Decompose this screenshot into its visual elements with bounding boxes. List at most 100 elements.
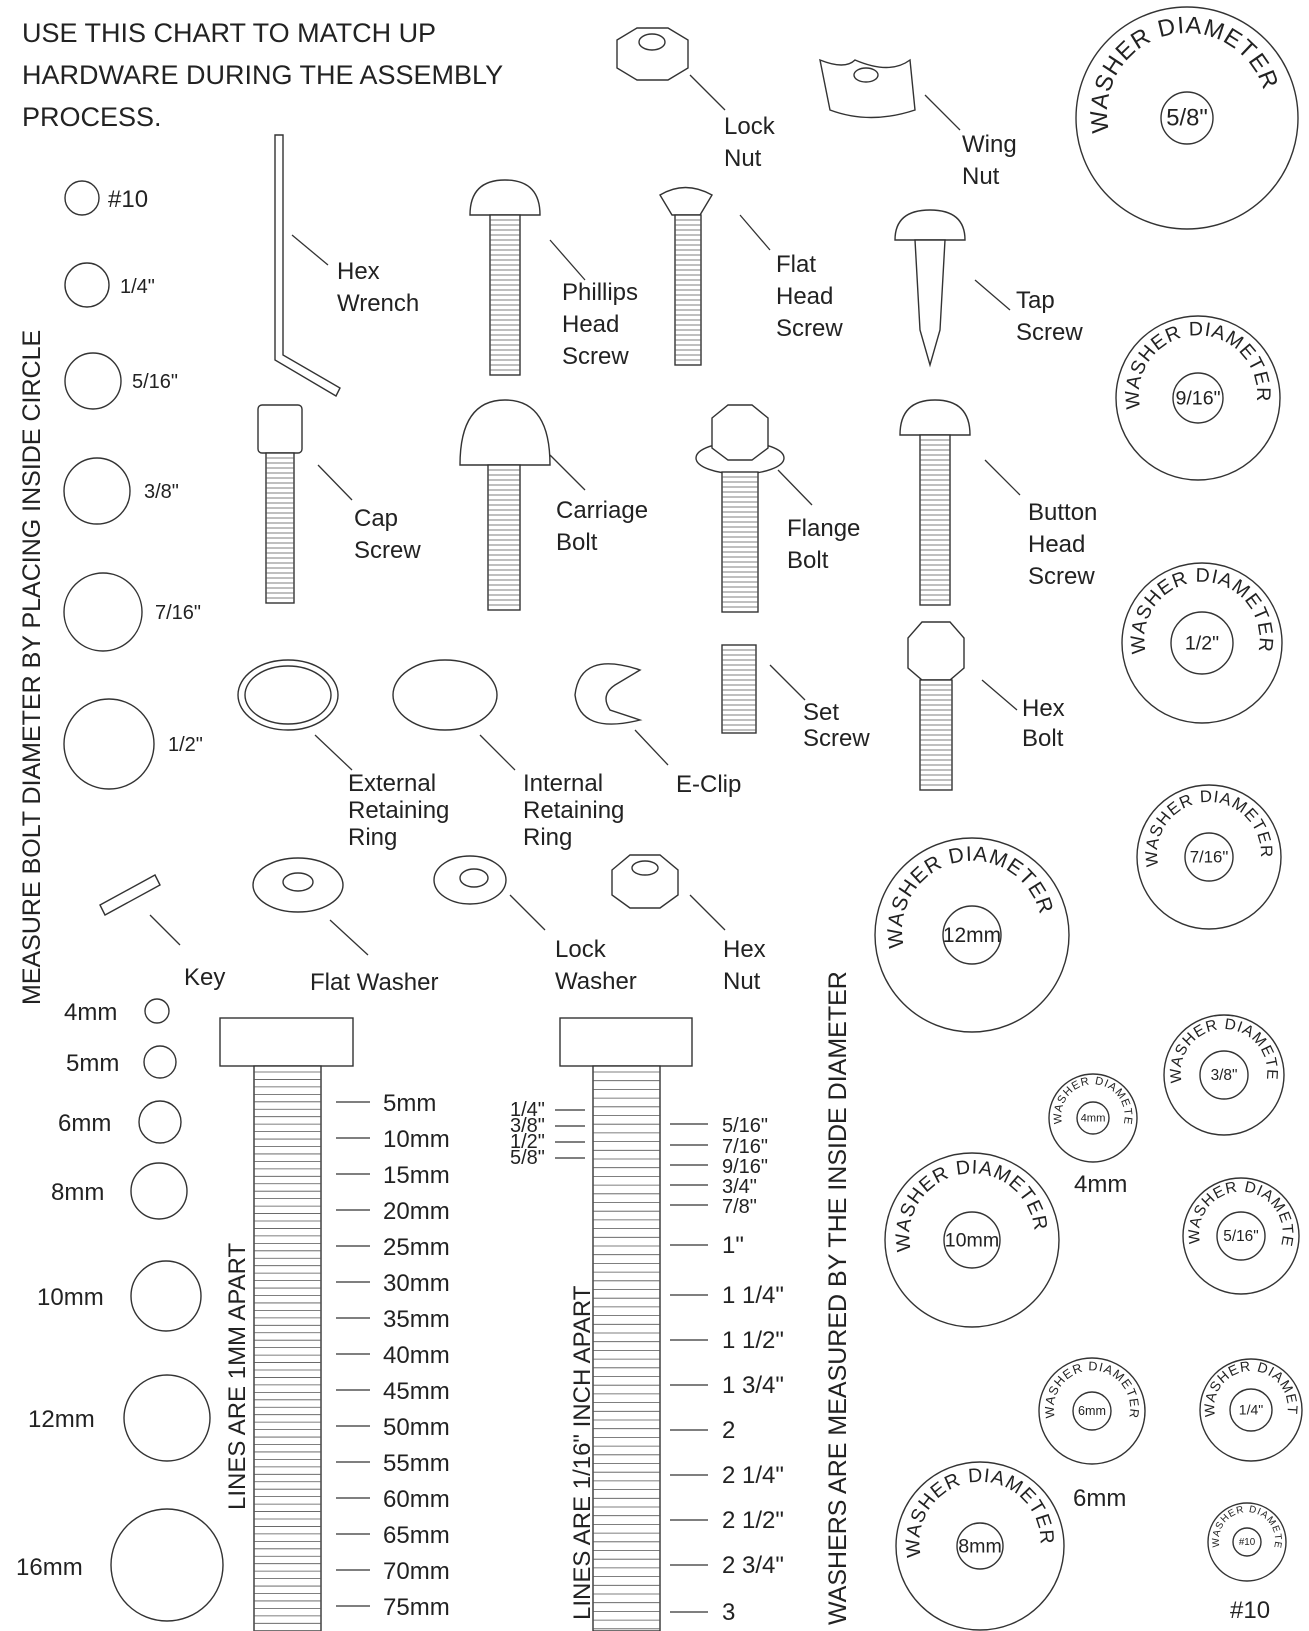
washer-size: #10 — [1239, 1537, 1256, 1548]
measuring-rulers: 5mm10mm15mm20mm25mm30mm35mm40mm45mm50mm5… — [219, 1017, 784, 1631]
mm-circle-16 — [110, 1508, 224, 1622]
svg-text:Retaining: Retaining — [523, 797, 624, 824]
bolt-circles-mm: 4mm 5mm 6mm 8mm 10mm 12mm 16mm — [16, 998, 224, 1622]
svg-text:Bolt: Bolt — [787, 547, 829, 574]
key-icon — [99, 874, 181, 946]
mm-circle-label: 5mm — [66, 1050, 119, 1077]
mm-circle-label: 4mm — [64, 999, 117, 1026]
svg-text:Retaining: Retaining — [348, 797, 449, 824]
washer-size: 12mm — [943, 924, 1001, 947]
flat-washer-icon — [252, 857, 369, 956]
svg-text:WASHER DIAMETER: WASHER DIAMETER — [0, 0, 1279, 1084]
washer-size: 5/16" — [1223, 1228, 1258, 1245]
inch-ruler-shank — [592, 1065, 661, 1631]
washer-size: 9/16" — [1175, 387, 1220, 409]
svg-text:Head: Head — [776, 283, 833, 310]
wing-nut-icon — [819, 58, 961, 131]
bolt-circles-inch: #10 1/4" 5/16" 3/8" 7/16" 1/2" — [63, 180, 203, 790]
bolt-circle-label: 7/16" — [155, 602, 201, 624]
washer-size: 5/8" — [1166, 105, 1208, 132]
internal-retaining-ring-icon — [392, 659, 516, 771]
inch-ruler-right-mark: 1" — [722, 1232, 744, 1259]
washer-size: 6mm — [1078, 1404, 1106, 1418]
mm-ruler-mark: 70mm — [383, 1558, 450, 1585]
mm-ruler-shank — [253, 1065, 322, 1631]
title-line-2: HARDWARE DURING THE ASSEMBLY — [22, 60, 503, 90]
label-hex-bolt: Hex — [1022, 695, 1065, 722]
inch-ruler-left-mark: 3/8" — [510, 1115, 545, 1137]
bolt-circle-label: 3/8" — [144, 481, 179, 503]
inch-ruler-right-mark: 2 3/4" — [722, 1552, 784, 1579]
mm-ruler-mark: 20mm — [383, 1198, 450, 1225]
inch-ruler-caption: LINES ARE 1/16" INCH APART — [569, 1285, 596, 1620]
svg-text:Nut: Nut — [724, 145, 762, 172]
svg-text:Bolt: Bolt — [556, 529, 598, 556]
mm-circle-label: 6mm — [58, 1110, 111, 1137]
flange-bolt-icon — [695, 404, 813, 613]
label-key: Key — [184, 964, 225, 991]
label-lock-nut: Lock — [724, 113, 776, 140]
mm-circle-8 — [130, 1162, 188, 1220]
lock-nut-icon — [616, 27, 726, 111]
washer-caption-6mm: 6mm — [1073, 1485, 1126, 1512]
external-retaining-ring-icon — [237, 659, 353, 771]
washer-size: 1/4" — [1239, 1402, 1263, 1418]
svg-text:Screw: Screw — [803, 725, 870, 752]
hex-nut-icon — [611, 854, 726, 931]
washer-size: 10mm — [945, 1229, 999, 1251]
label-carriage-bolt: Carriage — [556, 497, 648, 524]
mm-ruler-mark: 10mm — [383, 1126, 450, 1153]
label-flange-bolt: Flange — [787, 515, 860, 542]
svg-text:Washer: Washer — [555, 968, 637, 995]
bolt-circle-label: #10 — [108, 186, 148, 213]
mm-ruler-mark: 35mm — [383, 1306, 450, 1333]
lock-washer-icon — [433, 855, 546, 931]
svg-text:Head: Head — [562, 311, 619, 338]
inch-ruler-right-mark: 1 1/4" — [722, 1282, 784, 1309]
label-phillips: Phillips — [562, 279, 638, 306]
label-cap-screw: Cap — [354, 505, 398, 532]
svg-text:Nut: Nut — [962, 163, 1000, 190]
mm-ruler-mark: 60mm — [383, 1486, 450, 1513]
label-button-head: Button — [1028, 499, 1097, 526]
mm-ruler-mark: 40mm — [383, 1342, 450, 1369]
carriage-bolt-icon — [459, 399, 586, 611]
title-line-1: USE THIS CHART TO MATCH UP — [22, 18, 436, 48]
mm-circle-4 — [144, 998, 170, 1024]
mm-circle-5 — [143, 1045, 177, 1079]
svg-text:Screw: Screw — [776, 315, 843, 342]
inch-ruler-right-mark: 2 1/2" — [722, 1507, 784, 1534]
mm-circle-6 — [138, 1100, 182, 1144]
title-line-3: PROCESS. — [22, 102, 162, 132]
bolt-circle-label: 1/2" — [168, 734, 203, 756]
mm-ruler-mark: 65mm — [383, 1522, 450, 1549]
mm-circle-label: 10mm — [37, 1284, 104, 1311]
inch-ruler-head — [559, 1017, 693, 1067]
label-internal-ring: Internal — [523, 770, 603, 797]
inch-ruler-right-mark: 9/16" — [722, 1156, 768, 1178]
e-clip-icon — [574, 663, 669, 766]
button-head-screw-icon — [899, 399, 1021, 606]
mm-ruler-mark: 5mm — [383, 1090, 436, 1117]
svg-text:Head: Head — [1028, 531, 1085, 558]
label-lock-washer: Lock — [555, 936, 607, 963]
label-flat-washer: Flat Washer — [310, 969, 438, 996]
inch-ruler-left-mark: 5/8" — [510, 1147, 545, 1169]
mm-circle-label: 16mm — [16, 1554, 83, 1581]
mm-circle-label: 8mm — [51, 1179, 104, 1206]
label-flat-head: Flat — [776, 251, 816, 278]
washer-caption-10: #10 — [1230, 1597, 1270, 1624]
washer-caption-4mm: 4mm — [1074, 1171, 1127, 1198]
label-set-screw: Set — [803, 699, 839, 726]
left-vertical-label: MEASURE BOLT DIAMETER BY PLACING INSIDE … — [18, 330, 46, 1005]
inch-ruler-right-mark: 1 1/2" — [722, 1327, 784, 1354]
bolt-circle-label: 5/16" — [132, 371, 178, 393]
mm-ruler-mark: 55mm — [383, 1450, 450, 1477]
label-tap-screw: Tap — [1016, 287, 1055, 314]
mm-ruler-head — [219, 1017, 354, 1067]
inch-ruler-right-mark: 2 — [722, 1417, 735, 1444]
